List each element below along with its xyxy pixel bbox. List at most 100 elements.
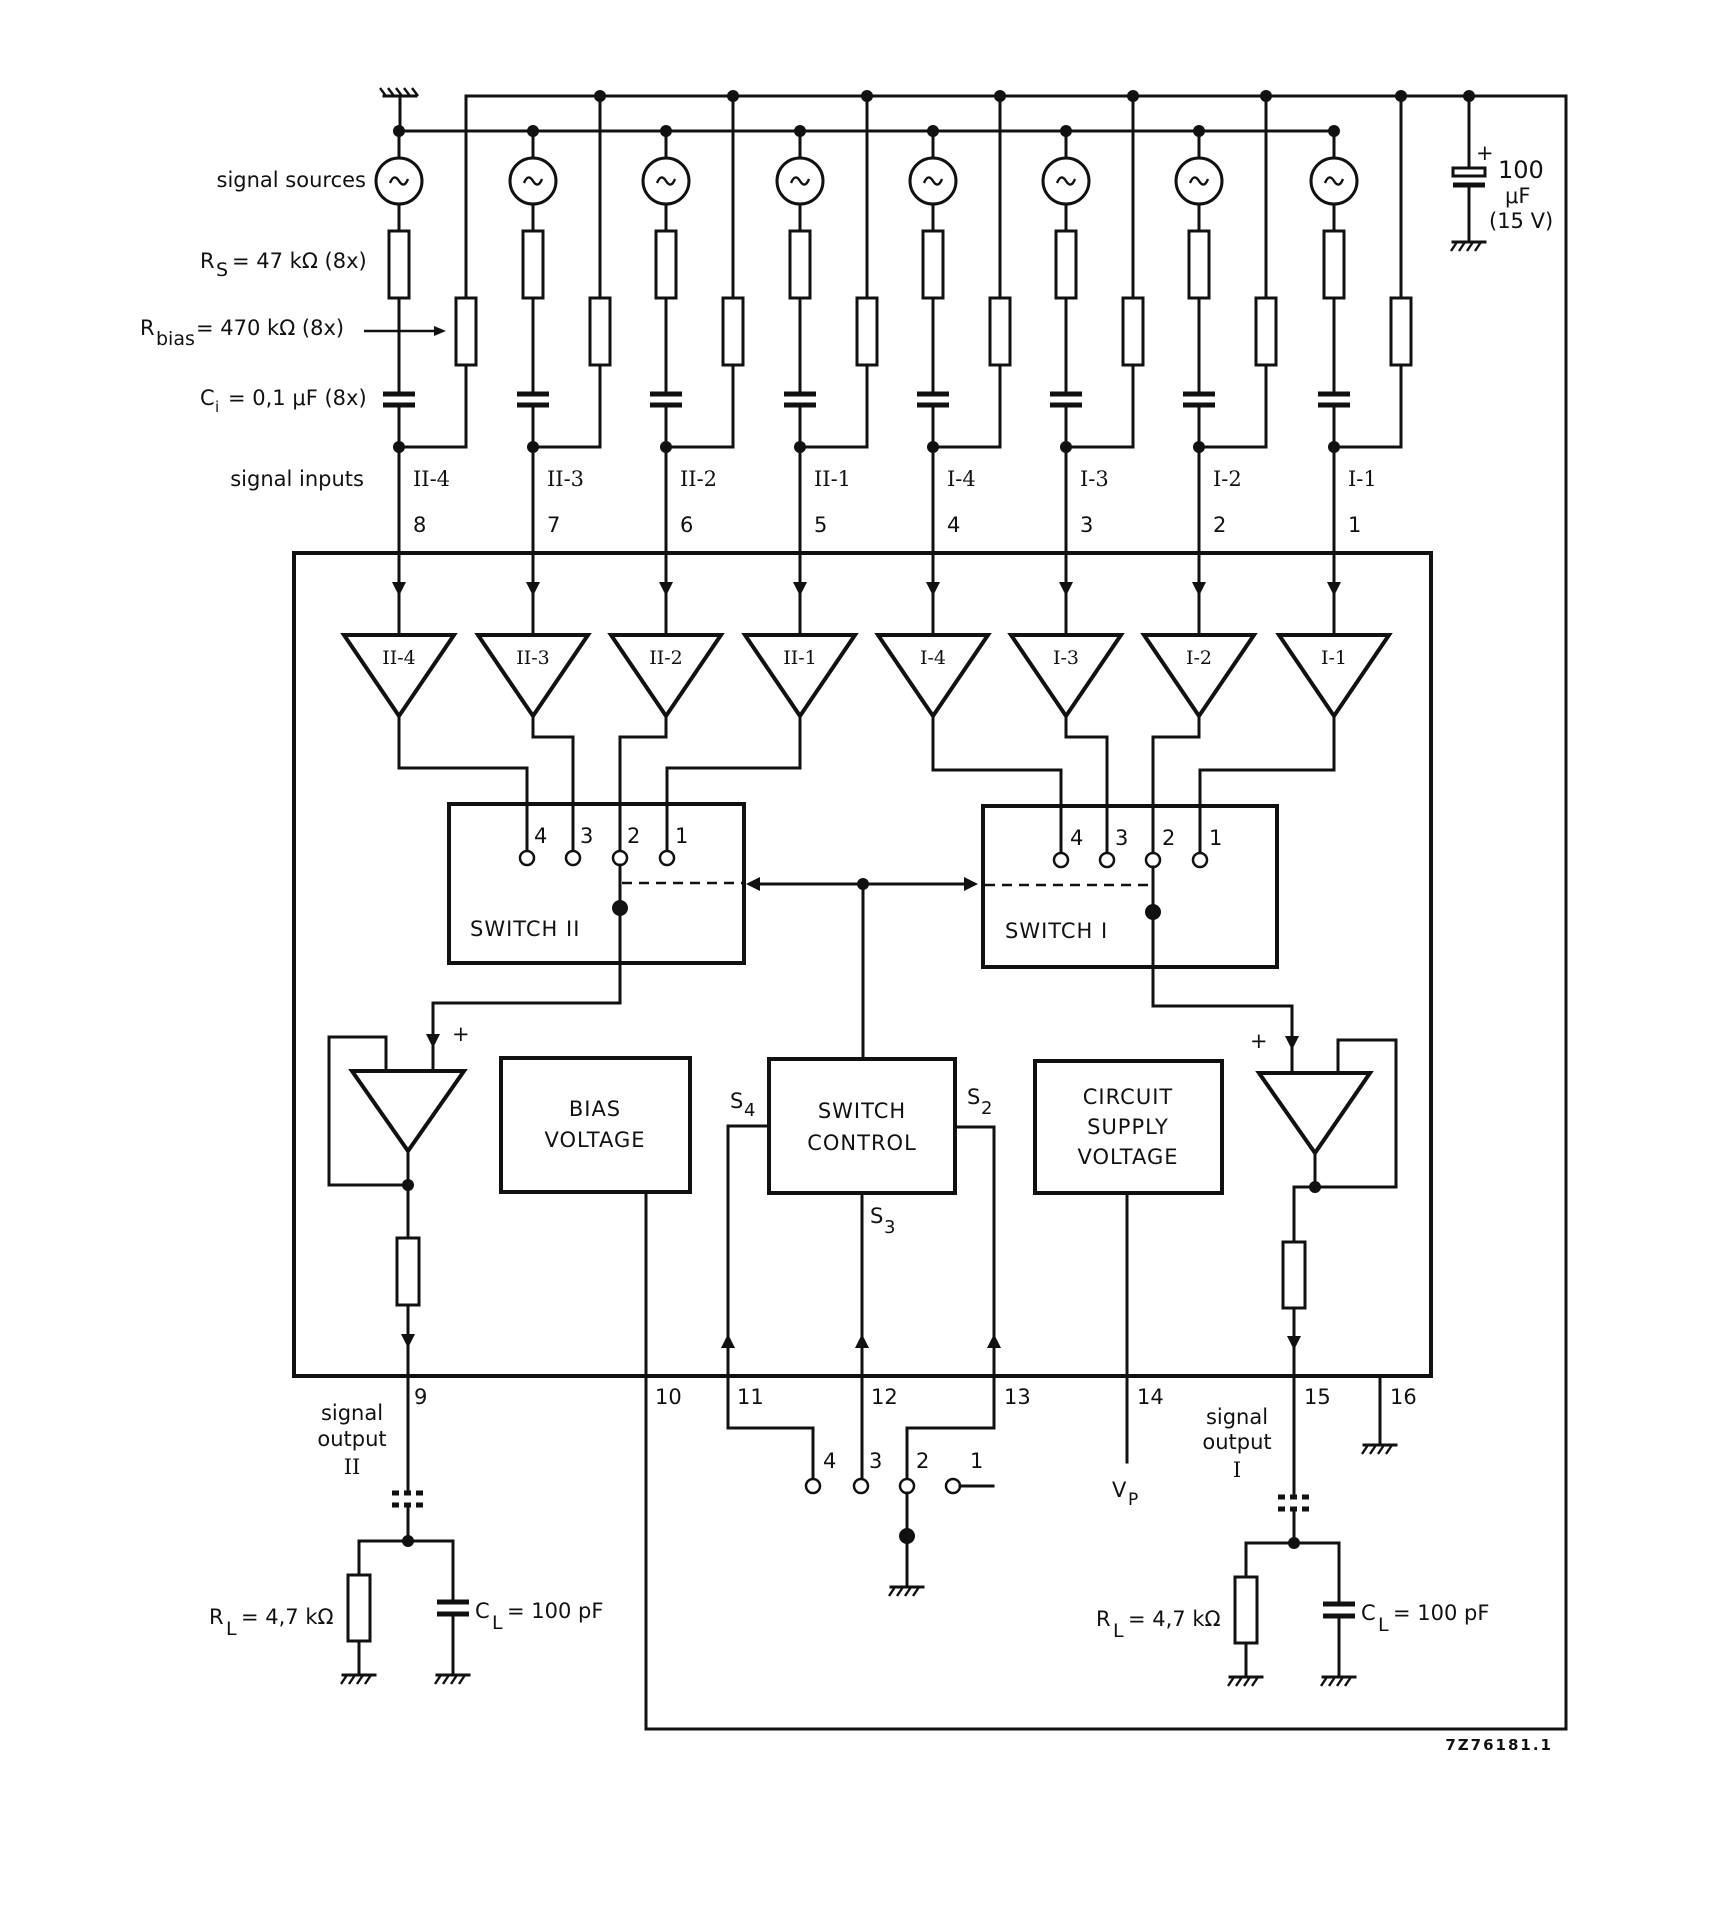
ground-hatch bbox=[450, 1674, 458, 1685]
sine-glyph bbox=[922, 176, 944, 186]
feedback-wire bbox=[327, 1035, 410, 1187]
ground-hatch bbox=[1336, 1676, 1344, 1687]
wire bbox=[618, 714, 668, 854]
bias-resistor bbox=[988, 296, 1012, 367]
external-selector-switch: 4 3 2 1 V P bbox=[726, 1374, 1138, 1597]
arrow-down-icon bbox=[392, 582, 406, 596]
source-resistor-rs bbox=[1054, 229, 1078, 300]
s4-label-sub: 4 bbox=[744, 1100, 755, 1121]
preamp-ii-2: II-2 bbox=[607, 551, 725, 720]
sine-glyph bbox=[789, 176, 811, 186]
s4-line bbox=[726, 1124, 771, 1378]
switch-contact-label: 4 bbox=[1070, 826, 1083, 850]
wire bbox=[397, 363, 468, 449]
bias-voltage-box bbox=[499, 1056, 692, 1194]
selector-contact-4[interactable] bbox=[804, 1477, 822, 1495]
load-resistor-rl bbox=[346, 1573, 372, 1643]
switch-control-block: SWITCH CONTROL S 4 S 3 S 2 bbox=[721, 1057, 1001, 1378]
preamp-triangle-icon bbox=[1007, 633, 1125, 720]
selector-contact-1[interactable] bbox=[944, 1477, 962, 1495]
cl-label-sub: L bbox=[1378, 1614, 1389, 1636]
preamp-label: I-2 bbox=[1186, 647, 1212, 669]
preamp-ii-4: II-4 bbox=[340, 551, 458, 720]
arrow-down-icon bbox=[401, 1334, 415, 1348]
sine-glyph bbox=[1055, 176, 1077, 186]
pin-label: 3 bbox=[1080, 513, 1093, 537]
selector-contact-label: 2 bbox=[916, 1449, 929, 1473]
wire bbox=[1151, 714, 1201, 856]
preamp-triangle-icon bbox=[1140, 633, 1258, 720]
ground-hatch bbox=[434, 1674, 442, 1685]
switch-control-label: SWITCH bbox=[818, 1099, 906, 1123]
wire bbox=[531, 363, 602, 449]
arrow-up-icon bbox=[855, 1334, 869, 1348]
bias-resistor bbox=[1389, 296, 1413, 367]
switch-i-title: SWITCH I bbox=[1005, 919, 1108, 943]
switch-contact-label: 3 bbox=[1115, 826, 1128, 850]
rl-label-sub: L bbox=[226, 1618, 237, 1640]
selector-contact-2[interactable] bbox=[898, 1477, 916, 1495]
selector-contact-3[interactable] bbox=[852, 1477, 870, 1495]
switch-contact bbox=[1144, 851, 1162, 869]
cap-polarity-label: + bbox=[1476, 141, 1494, 165]
bottom-pin-labels: 9 10 11 12 13 14 15 16 bbox=[414, 1385, 1417, 1409]
switch-contact bbox=[1098, 851, 1116, 869]
junction-dot bbox=[402, 1179, 414, 1191]
pin-label: 1 bbox=[1348, 513, 1361, 537]
ground-hatch bbox=[458, 1674, 466, 1685]
pin-label: 4 bbox=[947, 513, 960, 537]
signal-source-icon bbox=[374, 156, 424, 206]
preamp-triangle-icon bbox=[340, 633, 458, 720]
wire bbox=[357, 1539, 455, 1603]
bias-voltage-block: BIAS VOLTAGE bbox=[499, 1056, 692, 1194]
arrow-down-icon bbox=[659, 582, 673, 596]
signal-source-icon bbox=[908, 156, 958, 206]
output-label: output bbox=[1202, 1430, 1271, 1454]
signal-sources-label: signal sources bbox=[217, 168, 366, 192]
input-channel-ii-3: II-37 bbox=[508, 90, 612, 555]
bias-voltage-label: BIAS bbox=[569, 1097, 621, 1121]
signal-source-icon bbox=[641, 156, 691, 206]
switch-contact-label: 2 bbox=[627, 824, 640, 848]
arrow-up-icon bbox=[721, 1334, 735, 1348]
rl-label: R bbox=[209, 1605, 224, 1629]
arrow-right-icon bbox=[964, 877, 978, 891]
ground-hatch bbox=[1235, 1676, 1243, 1687]
arrow-up-icon bbox=[987, 1334, 1001, 1348]
wire bbox=[931, 363, 1002, 449]
cl-label: C bbox=[475, 1599, 490, 1623]
switch-control-label: CONTROL bbox=[807, 1131, 917, 1155]
bias-voltage-label: VOLTAGE bbox=[544, 1128, 645, 1152]
selector-pivot bbox=[899, 1528, 915, 1544]
preamp-triangle-icon bbox=[474, 633, 592, 720]
ground-icon bbox=[434, 1673, 471, 1685]
rl-label: R bbox=[1096, 1607, 1111, 1631]
switch-contact bbox=[564, 849, 582, 867]
buffer-amplifier-icon bbox=[1255, 1071, 1374, 1157]
buffer-plus-label: + bbox=[452, 1022, 470, 1046]
preamp-label: I-1 bbox=[1321, 647, 1347, 669]
switch-contact bbox=[1191, 851, 1209, 869]
electrolytic-cap-plus-plate bbox=[1451, 166, 1487, 178]
pin-label: 16 bbox=[1390, 1385, 1417, 1409]
ground-icon bbox=[1227, 1675, 1264, 1687]
switch-i: 4 3 2 1 SWITCH I bbox=[981, 804, 1279, 969]
bias-resistor bbox=[1254, 296, 1278, 367]
s3-label-sub: 3 bbox=[884, 1217, 895, 1238]
wire bbox=[1064, 363, 1135, 449]
pin-label: 10 bbox=[655, 1385, 682, 1409]
ground-hatch bbox=[1243, 1676, 1251, 1687]
supply-cap-value: 100 bbox=[1498, 156, 1544, 184]
switch-contact bbox=[658, 849, 676, 867]
preamp-label: II-1 bbox=[783, 647, 817, 669]
ground-hatch bbox=[348, 1674, 356, 1685]
selector-contact-label: 1 bbox=[970, 1449, 983, 1473]
circuit-supply-block: CIRCUIT SUPPLY VOLTAGE bbox=[1033, 1059, 1224, 1464]
source-resistor-rs bbox=[788, 229, 812, 300]
pin-label: 6 bbox=[680, 513, 693, 537]
arrow-down-icon bbox=[1327, 582, 1341, 596]
ci-label-sub: i bbox=[215, 398, 219, 416]
wire bbox=[1292, 1185, 1317, 1244]
